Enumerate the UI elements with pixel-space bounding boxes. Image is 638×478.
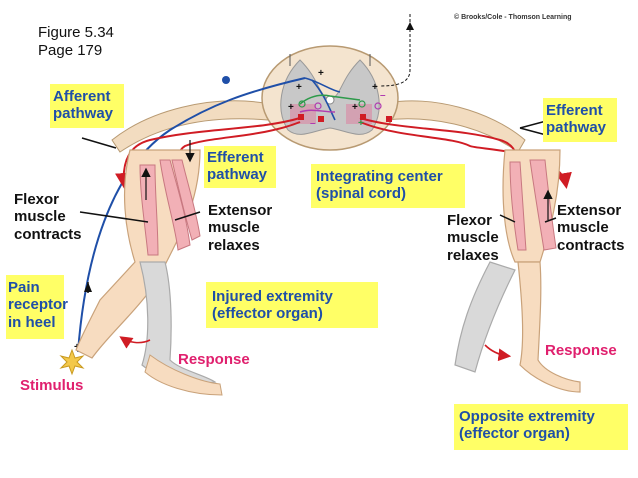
response-right-label: Response <box>545 342 617 359</box>
copyright-credit: © Brooks/Cole - Thomson Learning <box>454 14 572 21</box>
integrating-center-label: Integrating center (spinal cord) <box>316 168 443 203</box>
efferent-pathway-left-box <box>204 146 276 188</box>
svg-text:+: + <box>296 82 302 93</box>
response-left-label: Response <box>178 351 250 368</box>
pain-receptor-box <box>6 275 64 339</box>
afferent-pathway-box <box>50 84 124 128</box>
svg-text:+: + <box>358 118 364 129</box>
right-leg-illustration <box>454 149 581 393</box>
efferent-pathway-left-label: Efferent pathway <box>207 149 268 184</box>
extensor-relaxes-label: Extensor muscle relaxes <box>208 202 273 254</box>
flexor-relaxes-label: Flexor muscle relaxes <box>447 212 499 264</box>
left-leg-illustration <box>75 140 223 396</box>
spinal-cord <box>261 45 399 151</box>
svg-text:+: + <box>372 82 378 93</box>
pain-receptor-label: Pain receptor in heel <box>8 279 69 331</box>
ascending-pathway-line <box>379 14 411 87</box>
svg-text:–: – <box>380 90 386 101</box>
efferent-pathway-right-box <box>543 98 617 142</box>
injured-extremity-box <box>206 282 378 328</box>
svg-text:+: + <box>318 68 324 79</box>
afferent-pathway-label: Afferent pathway <box>53 88 114 123</box>
dorsal-root-ganglion <box>222 76 230 84</box>
flexor-contracts-label: Flexor muscle contracts <box>14 191 82 243</box>
opposite-extremity-label: Opposite extremity (effector organ) <box>459 408 595 443</box>
efferent-pathway-right-label: Efferent pathway <box>546 102 607 137</box>
injured-extremity-label: Injured extremity (effector organ) <box>212 288 333 323</box>
stimulus-label: Stimulus <box>20 377 84 394</box>
extensor-contracts-label: Extensor muscle contracts <box>557 202 625 254</box>
stimulus-burst-icon <box>59 348 85 376</box>
svg-text:+: + <box>288 102 294 113</box>
figure-number: Figure 5.34 <box>38 24 114 41</box>
svg-text:+: + <box>352 102 358 113</box>
efferent-neuron-left <box>115 117 301 189</box>
opposite-extremity-box <box>454 404 628 450</box>
figure-page: Page 179 <box>38 42 103 59</box>
integrating-center-box <box>311 164 465 208</box>
svg-text:–: – <box>310 118 316 129</box>
